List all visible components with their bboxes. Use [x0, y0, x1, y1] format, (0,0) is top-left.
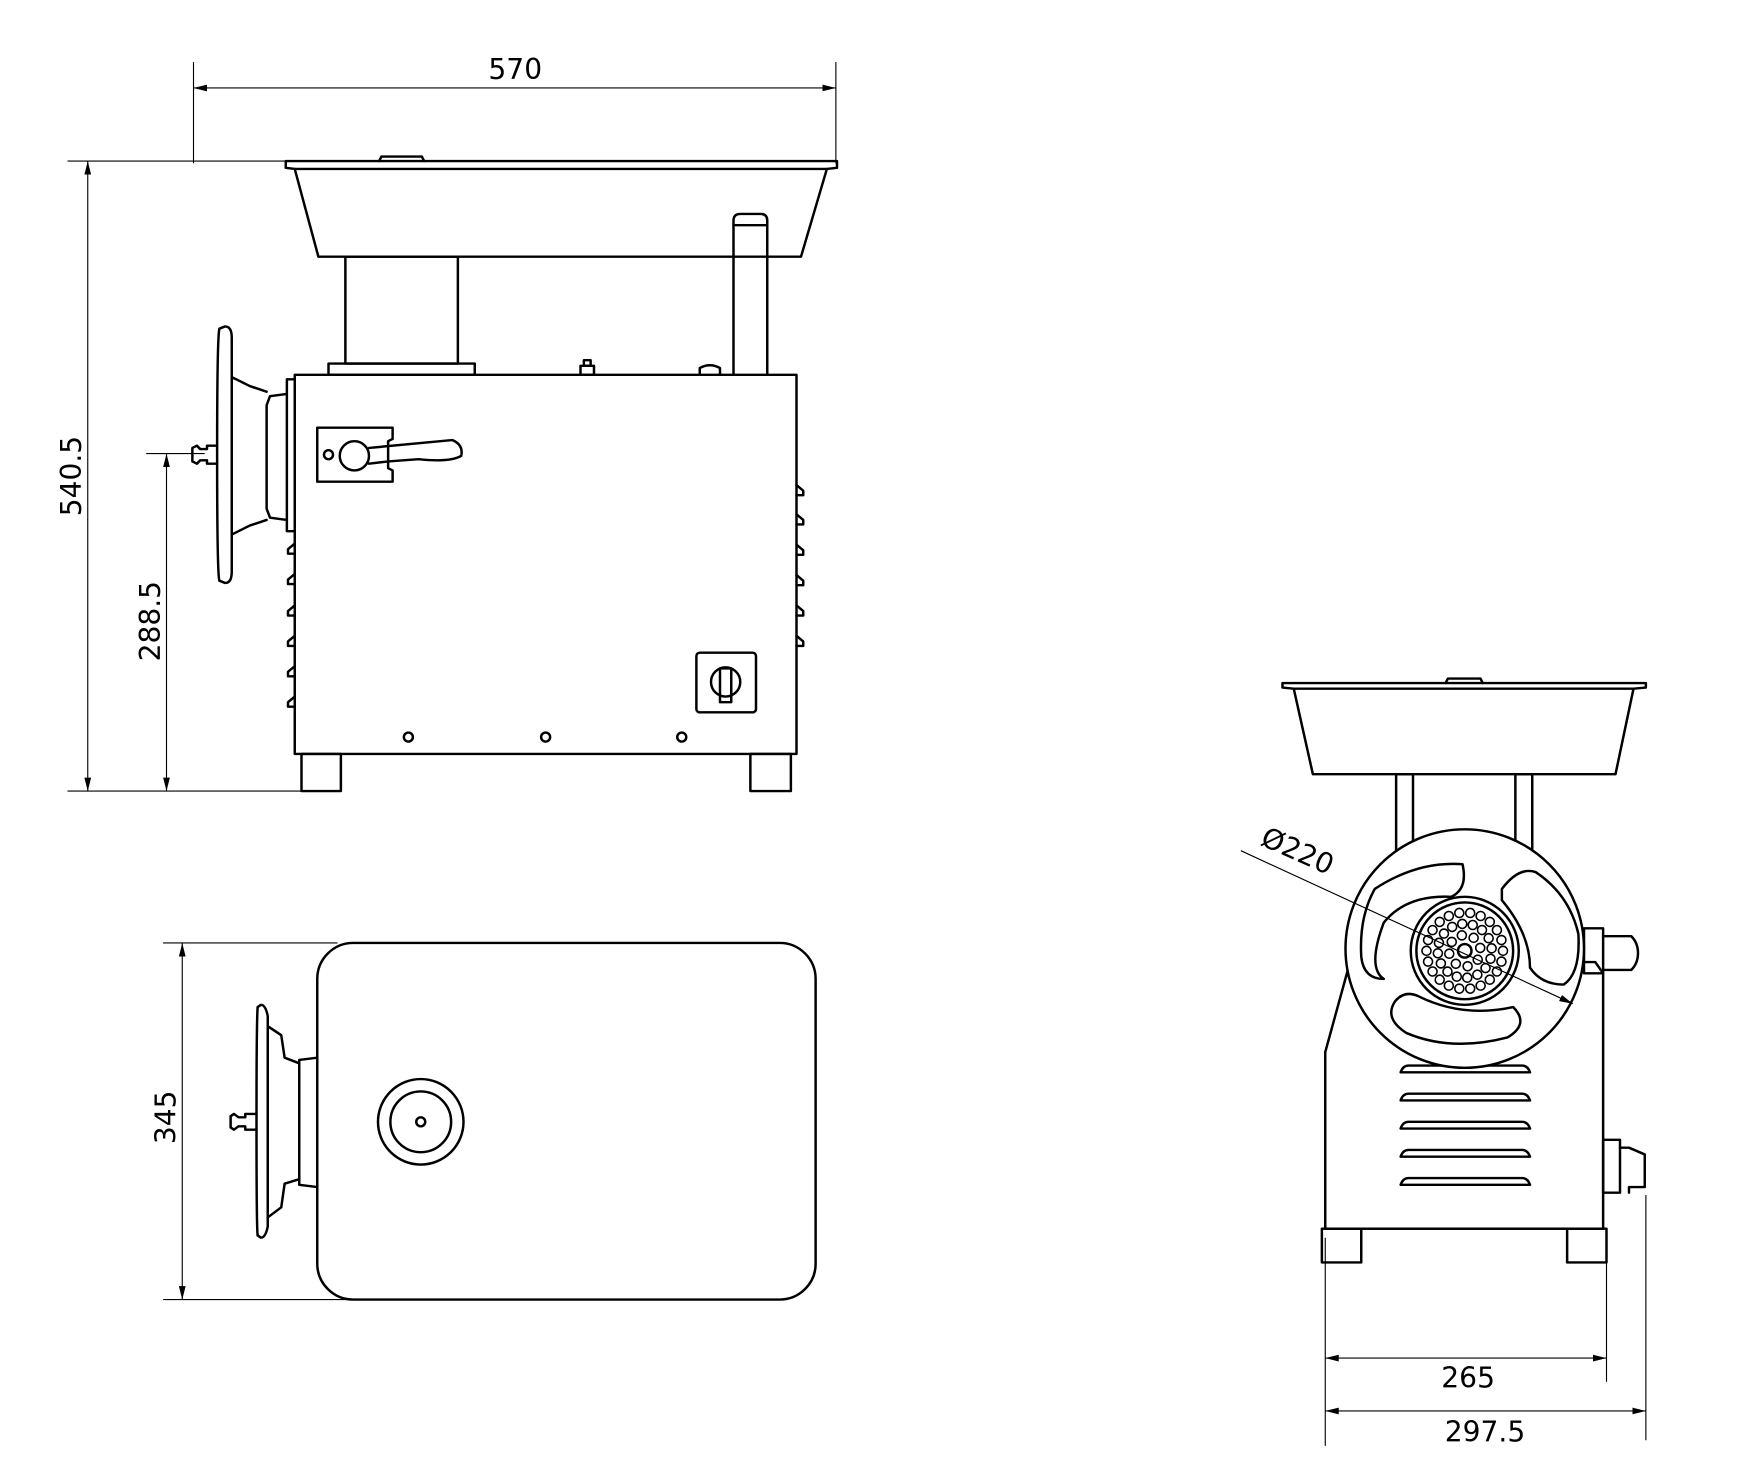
lever: [316, 426, 463, 483]
plate-hole: [1422, 934, 1434, 946]
grinding-plate-ring: [1409, 895, 1520, 1007]
plate-hole: [1491, 966, 1503, 977]
plate-hole: [1484, 974, 1496, 986]
dimension-label-width: 570: [488, 53, 542, 86]
dimension-345: 345: [150, 942, 360, 1301]
vent-fin: [795, 604, 805, 617]
plate-hole: [1464, 907, 1476, 919]
dimension-label-total-width: 297.5: [1445, 1415, 1525, 1448]
motor-body: [293, 373, 798, 756]
plate-hole: [1446, 921, 1458, 933]
plate-hole: [1476, 924, 1488, 936]
grinding-plate-holes: [1421, 907, 1509, 994]
plate-hole: [1422, 956, 1434, 967]
plate-hole: [1475, 910, 1486, 922]
neck-base: [327, 362, 476, 377]
plate-hole: [1434, 974, 1445, 986]
plate-hole: [1497, 945, 1509, 957]
plate-hole: [1475, 980, 1486, 991]
plate-hole: [1446, 936, 1458, 948]
vent-fin: [795, 573, 805, 587]
hopper-front: [1281, 677, 1648, 776]
plate-hole: [1462, 961, 1473, 972]
plate-hole: [1421, 945, 1432, 957]
plate-hole: [1472, 969, 1483, 980]
motor-body-front: [1324, 960, 1605, 1230]
handwheel: [1344, 828, 1586, 1070]
dimension-540-5: 540.5: [55, 160, 304, 792]
vent-slot: [1399, 1176, 1532, 1187]
post: [732, 212, 769, 377]
plate-hole: [1456, 918, 1468, 930]
vent-slot: [1399, 1064, 1532, 1074]
vent-slot: [1399, 1120, 1532, 1130]
dimension-label-diameter: Ø220: [1256, 821, 1339, 882]
dimension-297-5: 297.5: [1325, 1194, 1647, 1448]
plate-hole: [1486, 943, 1497, 954]
plate-hole: [1472, 954, 1484, 965]
plate-hole: [1433, 937, 1445, 949]
vent-fin: [795, 543, 805, 557]
front-view: Ø220 265 297.5: [1240, 677, 1648, 1448]
plate-hole: [1484, 916, 1496, 928]
dimension-label-depth: 345: [150, 1090, 183, 1144]
dimension-label-outlet-height: 288.5: [134, 581, 167, 661]
plate-hole: [1435, 958, 1447, 969]
plate-hole: [1454, 907, 1465, 919]
vent-fin: [286, 695, 296, 708]
vent-fin: [286, 664, 296, 678]
dimension-label-body-width: 265: [1441, 1361, 1495, 1394]
dimension-label-height: 540.5: [55, 436, 88, 516]
plate-hole: [1427, 966, 1438, 977]
neck: [344, 255, 460, 365]
neck-outer-circle: [376, 1077, 465, 1166]
vent-slot: [1399, 1092, 1532, 1102]
vent-fin: [286, 542, 296, 555]
plate-hole: [1496, 956, 1507, 967]
plate-hole: [1483, 932, 1494, 944]
plate-hole: [1443, 948, 1455, 960]
vent-fin: [286, 572, 296, 586]
plate-hole: [1442, 966, 1453, 977]
plate-hole: [1451, 971, 1463, 982]
plate-hole: [1474, 942, 1486, 954]
plate-hole: [1461, 972, 1473, 983]
vent-slot: [1399, 1148, 1532, 1158]
plate-hole: [1443, 980, 1455, 991]
plate-hole: [1456, 930, 1468, 941]
vent-slots: [1399, 1064, 1532, 1187]
plate-hole: [1468, 932, 1479, 944]
dimension-570: 570: [192, 53, 837, 164]
plate-hole: [1434, 916, 1445, 928]
vent-fin: [286, 634, 296, 648]
plate-hole: [1464, 983, 1476, 994]
vent-fin: [286, 604, 296, 617]
body-outline-top: [316, 941, 817, 1301]
hopper: [284, 155, 839, 258]
plate-hole: [1485, 953, 1496, 965]
plate-hole: [1450, 958, 1462, 970]
plate-hole: [1467, 919, 1479, 931]
plate-hole: [1432, 948, 1444, 959]
plate-hole: [1496, 934, 1507, 946]
plate-hole: [1443, 910, 1455, 922]
vent-fin: [795, 483, 805, 497]
top-view: 345: [150, 941, 817, 1301]
vent-fins: [286, 483, 805, 708]
grinder-head-side: [191, 325, 296, 585]
vent-fin: [795, 513, 805, 526]
plate-hole: [1454, 983, 1465, 994]
plate-hole: [1438, 928, 1450, 939]
vent-fin: [795, 634, 805, 648]
side-view: 570 540.5 288.5: [55, 53, 839, 793]
dimension-288-5: 288.5: [134, 452, 205, 792]
plate-hole: [1491, 924, 1503, 936]
rotary-switch: [695, 651, 758, 714]
plate-hole: [1427, 924, 1438, 936]
